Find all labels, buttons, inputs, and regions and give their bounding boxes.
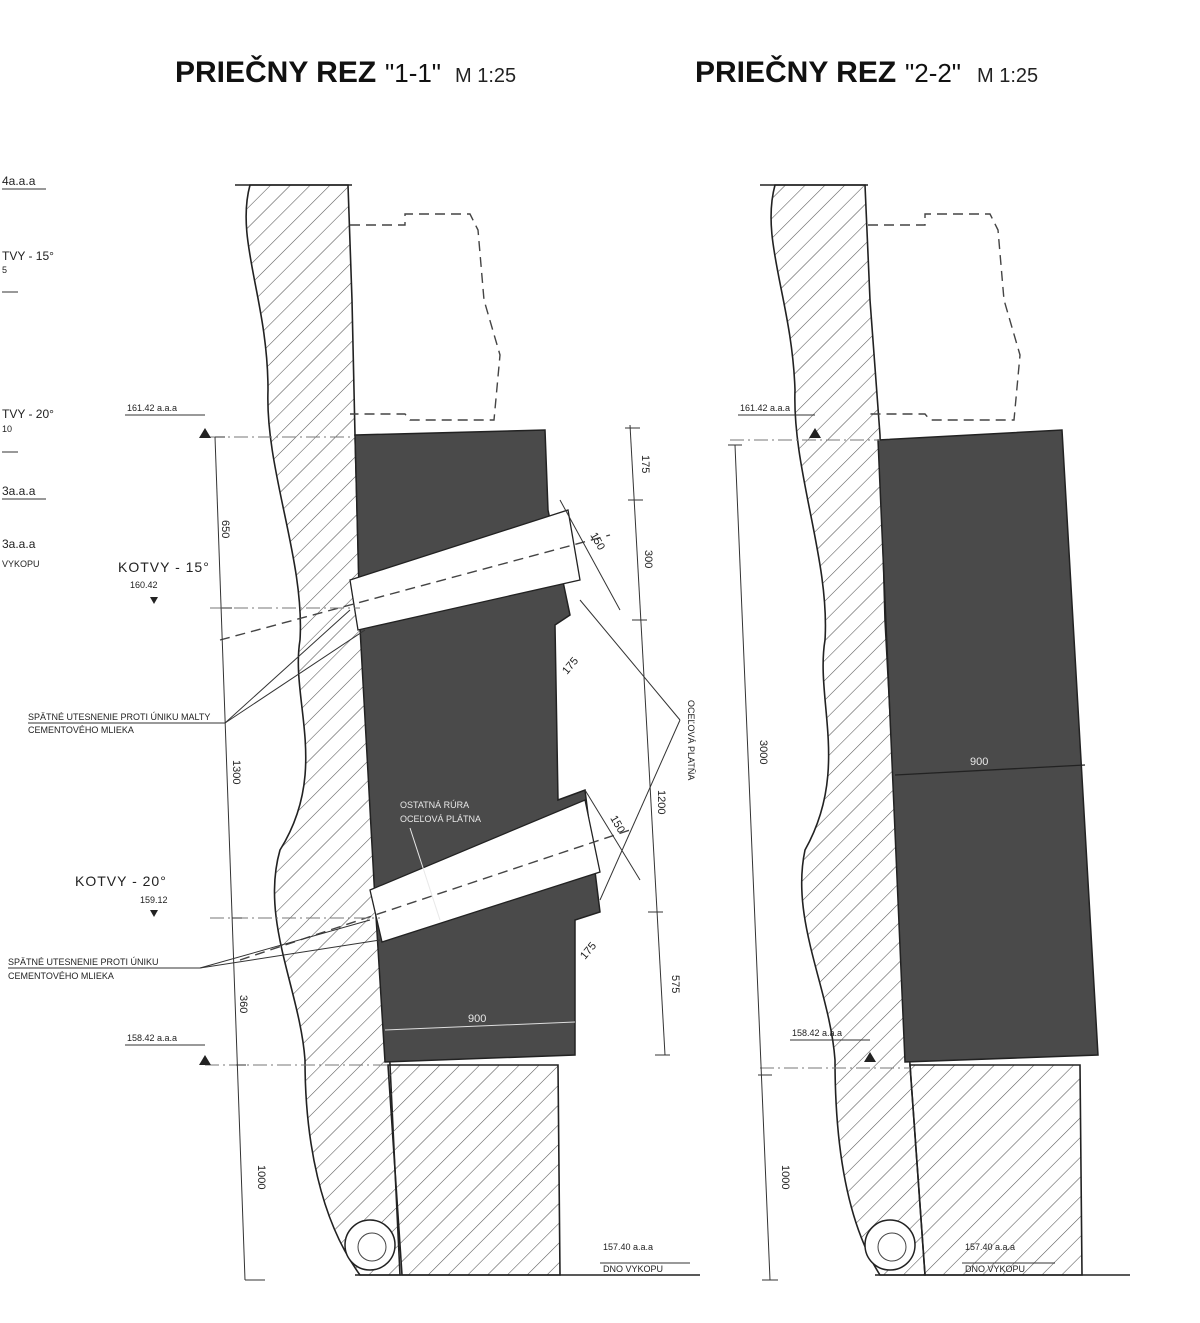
drain-pipe-right-icon xyxy=(864,1219,916,1271)
existing-wall-outline-left xyxy=(350,213,501,421)
level-base-left: 157.40 a.a.a xyxy=(603,1242,653,1252)
anchor-dim-4: 175 xyxy=(578,940,599,962)
dim-right-section-1: 3000 xyxy=(757,740,769,764)
terrain-left xyxy=(245,184,401,1276)
margin-text-4: TVY - 20° xyxy=(2,407,54,421)
dim-left-4: 1000 xyxy=(255,1165,267,1189)
title-left-id: "1-1" xyxy=(385,58,441,88)
dim-left-2: 1300 xyxy=(230,760,242,784)
note-seal-2-line1: SPÄTNÉ UTESNENIE PROTI ÚNIKU xyxy=(8,957,159,967)
concrete-wall-right xyxy=(877,429,1099,1063)
anchor-15-label: KOTVY - 15° xyxy=(118,559,210,575)
margin-text-3: 5 xyxy=(2,265,7,275)
title-left: PRIEČNY REZ "1-1" M 1:25 xyxy=(175,55,516,89)
dim-right-3: 1200 xyxy=(655,790,667,814)
anchor-20-label: KOTVY - 20° xyxy=(75,873,167,889)
anchor-20deg xyxy=(369,799,601,943)
existing-wall-outline-right xyxy=(868,213,1021,421)
note-seal-1-line1: SPÄTNÉ UTESNENIE PROTI ÚNIKU MALTY xyxy=(28,712,210,722)
dim-right-section-2: 1000 xyxy=(779,1165,791,1189)
title-right-scale: M 1:25 xyxy=(977,65,1038,87)
title-left-scale: M 1:25 xyxy=(455,65,516,87)
width-dim-right: 900 xyxy=(970,756,988,768)
title-right-main: PRIEČNY REZ xyxy=(695,55,896,89)
title-right-id: "2-2" xyxy=(905,58,961,88)
drill-hole-label-2: OCEĽOVÁ PLÁTNA xyxy=(400,814,481,824)
dim-right-4: 575 xyxy=(669,975,681,993)
level-base-right: 157.40 a.a.a xyxy=(965,1242,1015,1252)
width-dim-left: 900 xyxy=(468,1013,486,1025)
anchor-dim-1: 150 xyxy=(587,531,607,553)
dim-right-2: 300 xyxy=(642,550,654,568)
anchor-20-level: 159.12 xyxy=(140,895,168,905)
plate-note: OCEĽOVÁ PLATŇA xyxy=(686,700,696,780)
level-top-right: 161.42 a.a.a xyxy=(740,403,790,413)
margin-text-8: VYKOPU xyxy=(2,559,40,569)
drill-hole-label-1: OSTATNÁ RÚRA xyxy=(400,800,469,810)
title-left-main: PRIEČNY REZ xyxy=(175,55,376,89)
level-top-left: 161.42 a.a.a xyxy=(127,403,177,413)
margin-text-6: 3a.a.a xyxy=(2,484,36,498)
margin-text-5: 10 xyxy=(2,424,12,434)
anchor-dim-3: 175 xyxy=(560,655,581,677)
dim-left-3: 360 xyxy=(237,995,249,1013)
drain-pipe-left-icon xyxy=(344,1219,396,1271)
title-right: PRIEČNY REZ "2-2" M 1:25 xyxy=(695,55,1038,89)
level-base-note-right: DNO VYKOPU xyxy=(965,1264,1025,1274)
section-1-1: 161.42 a.a.a 158.42 a.a.a 157.40 a.a.a D… xyxy=(8,184,700,1281)
dim-left-1: 650 xyxy=(219,520,231,538)
anchor-15deg xyxy=(349,509,581,631)
level-bottom-left: 158.42 a.a.a xyxy=(127,1033,177,1043)
note-seal-2-line2: CEMENTOVÉHO MLIEKA xyxy=(8,971,114,981)
anchor-15-level: 160.42 xyxy=(130,580,158,590)
margin-text-1: 4a.a.a xyxy=(2,174,36,188)
margin-text-7: 3a.a.a xyxy=(2,537,36,551)
left-margin-legend: 4a.a.a TVY - 15° 5 TVY - 20° 10 3a.a.a 3… xyxy=(2,174,54,569)
terrain-right xyxy=(770,184,926,1276)
level-bottom-right: 158.42 a.a.a xyxy=(792,1028,842,1038)
section-2-2: 900 161.42 a.a.a 158.42 a.a.a 157.40 a.a… xyxy=(728,184,1130,1281)
margin-text-2: TVY - 15° xyxy=(2,249,54,263)
level-base-note-left: DNO VYKOPU xyxy=(603,1264,663,1274)
note-seal-1-line2: CEMENTOVÉHO MLIEKA xyxy=(28,725,134,735)
dim-right-1: 175 xyxy=(639,455,651,473)
excavation-fill-left xyxy=(387,1064,561,1276)
